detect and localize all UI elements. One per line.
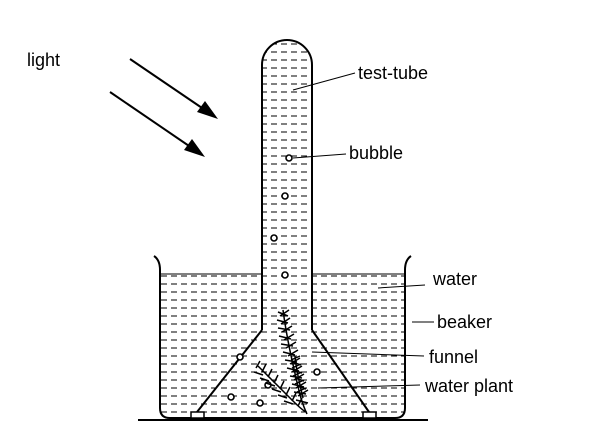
bubble: [281, 192, 289, 200]
bubble: [281, 271, 289, 279]
funnel: [190, 329, 377, 419]
bubble: [236, 353, 244, 361]
light-arrows: [109, 58, 218, 157]
label-test-tube: test-tube: [358, 63, 428, 83]
bubble: [313, 368, 321, 376]
label-water-plant: water plant: [424, 376, 513, 396]
label-beaker: beaker: [437, 312, 492, 332]
test-tube: [261, 39, 313, 340]
light-arrow-upper: [129, 58, 218, 119]
label-bubble: bubble: [349, 143, 403, 163]
leader-lines: [292, 72, 434, 389]
bubble: [227, 393, 235, 401]
label-funnel: funnel: [429, 347, 478, 367]
bubble: [270, 234, 278, 242]
label-light: light: [27, 50, 60, 70]
light-arrow-lower: [109, 91, 205, 157]
label-water: water: [432, 269, 477, 289]
beaker: [153, 255, 412, 419]
bubble: [285, 154, 293, 162]
water-plant: [253, 309, 309, 415]
bubbles: [227, 154, 321, 407]
bubble: [256, 399, 264, 407]
